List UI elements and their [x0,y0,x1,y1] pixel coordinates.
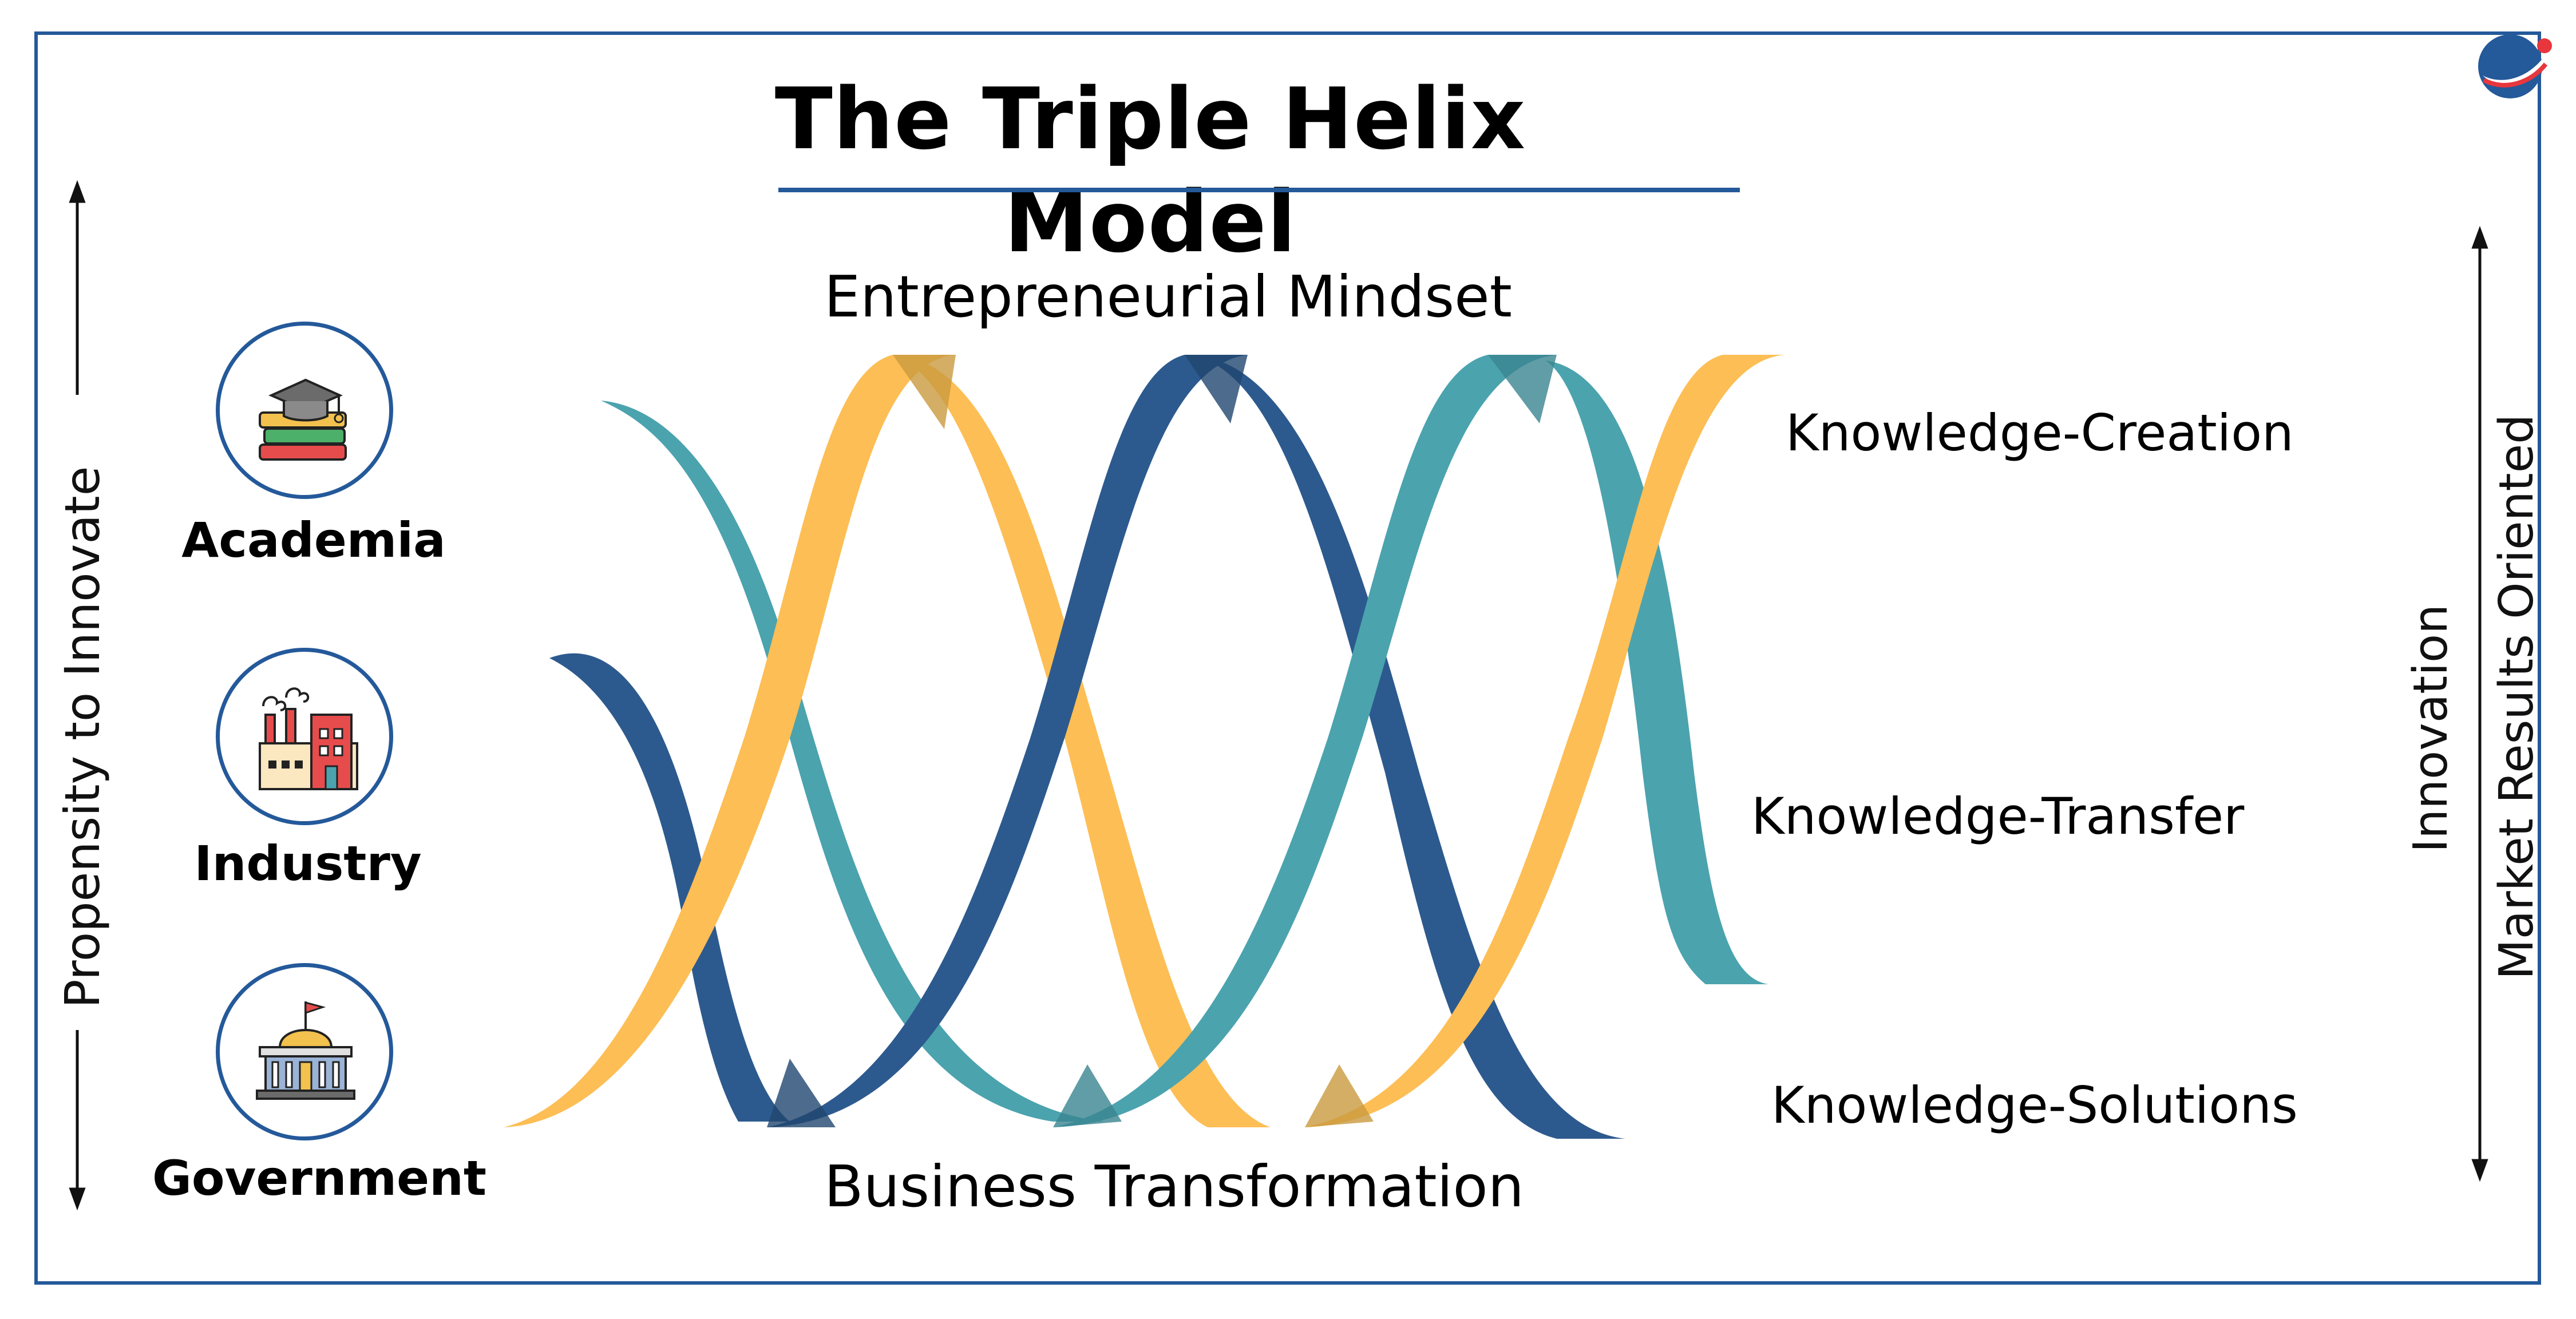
title-underline [778,188,1740,192]
knowledge-solutions-label: Knowledge-Solutions [1771,1076,2298,1135]
brand-logo [2478,34,2552,98]
graduation-books-icon [259,378,347,461]
knowledge-creation-label: Knowledge-Creation [1786,403,2294,462]
industry-icon-circle [216,648,393,825]
government-icon-circle [216,963,393,1140]
page-title: The Triple Helix Model [774,70,1526,271]
industry-label: Industry [194,835,422,892]
propensity-axis-label: Propensity to Innovate [54,466,110,1008]
government-building-icon [256,1001,355,1100]
knowledge-transfer-label: Knowledge-Transfer [1751,787,2245,846]
innovation-axis-label: Innovation [2404,604,2458,853]
market-results-axis-label: Market Results Oriented [2490,414,2544,980]
government-label: Government [152,1150,487,1206]
triple-helix-graphic [504,355,1786,1139]
teal-ribbon-back-2 [1545,361,1768,984]
academia-icon-circle [216,322,393,499]
navy-ribbon-back-2 [549,653,790,1122]
diagram-frame [34,31,2541,1285]
navy-ribbon-back [1190,355,1625,1139]
factory-icon [259,687,358,790]
entrepreneurial-mindset-label: Entrepreneurial Mindset [824,263,1512,330]
academia-label: Academia [181,512,446,568]
yellow-ribbon-back [893,355,1271,1127]
business-transformation-label: Business Transformation [824,1153,1524,1220]
